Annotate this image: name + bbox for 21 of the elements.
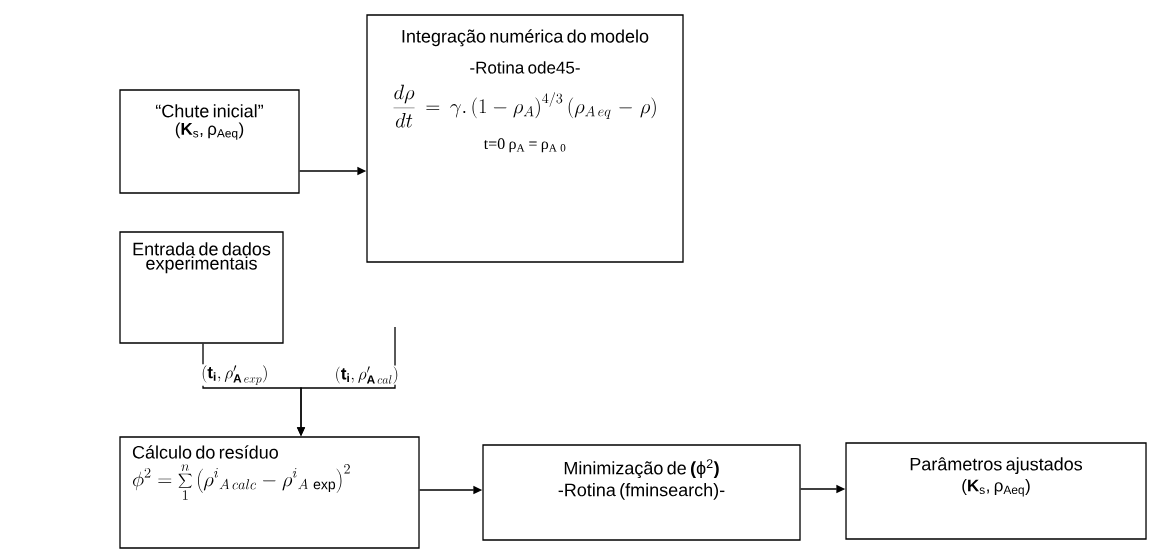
box-text: -Rotina ode45-	[470, 61, 580, 74]
box-text: Minimização de (ϕ$^{2}$)	[564, 459, 719, 479]
process-box	[366, 14, 684, 263]
box-text: Parâmetros ajustados	[910, 457, 1083, 475]
process-box	[119, 436, 420, 549]
process-box	[119, 89, 300, 194]
process-box	[119, 231, 284, 344]
box-text: (K$_{s}$, ρ$_{Aeq}$)	[175, 122, 244, 140]
formula: $\frac{d\rho}{dt} = \gamma.\left(1-\rho_{A}\right)^{4/3}(\rho_{A\,eq}-\rho)$	[393, 84, 656, 128]
box-text: Entrada de dados experimentais	[133, 242, 271, 274]
box-text: Cálculo do resíduo	[132, 445, 278, 459]
box-text: “Chute inicial”	[156, 104, 263, 118]
process-box	[845, 442, 1147, 540]
box-text: Integração numérica do modelo	[402, 29, 649, 47]
box-text: t=0 ρ$_{A}$ = ρ$_{A 0}$	[483, 138, 566, 153]
edge-label: $(\mathbf{t}_{\mathbf{i}},\rho'_{\mathbf{A}\,cal})$	[336, 366, 398, 384]
box-text: (K$_{s}$, ρ$_{Aeq}$)	[962, 479, 1030, 497]
box-text: -Rotina (fminsearch)-	[558, 483, 725, 500]
process-box	[482, 444, 801, 541]
formula: $\phi^{2} = \sum_{1}^{n}\left(\rho^{i}{}_{A\,calc} - \rho^{i}{}_{A\,\exp}\right)^{2}$	[133, 464, 350, 500]
edge-label: $(\mathbf{t}_{\mathbf{i}},\rho'_{\mathbf{A}\,exp})$	[202, 365, 267, 385]
